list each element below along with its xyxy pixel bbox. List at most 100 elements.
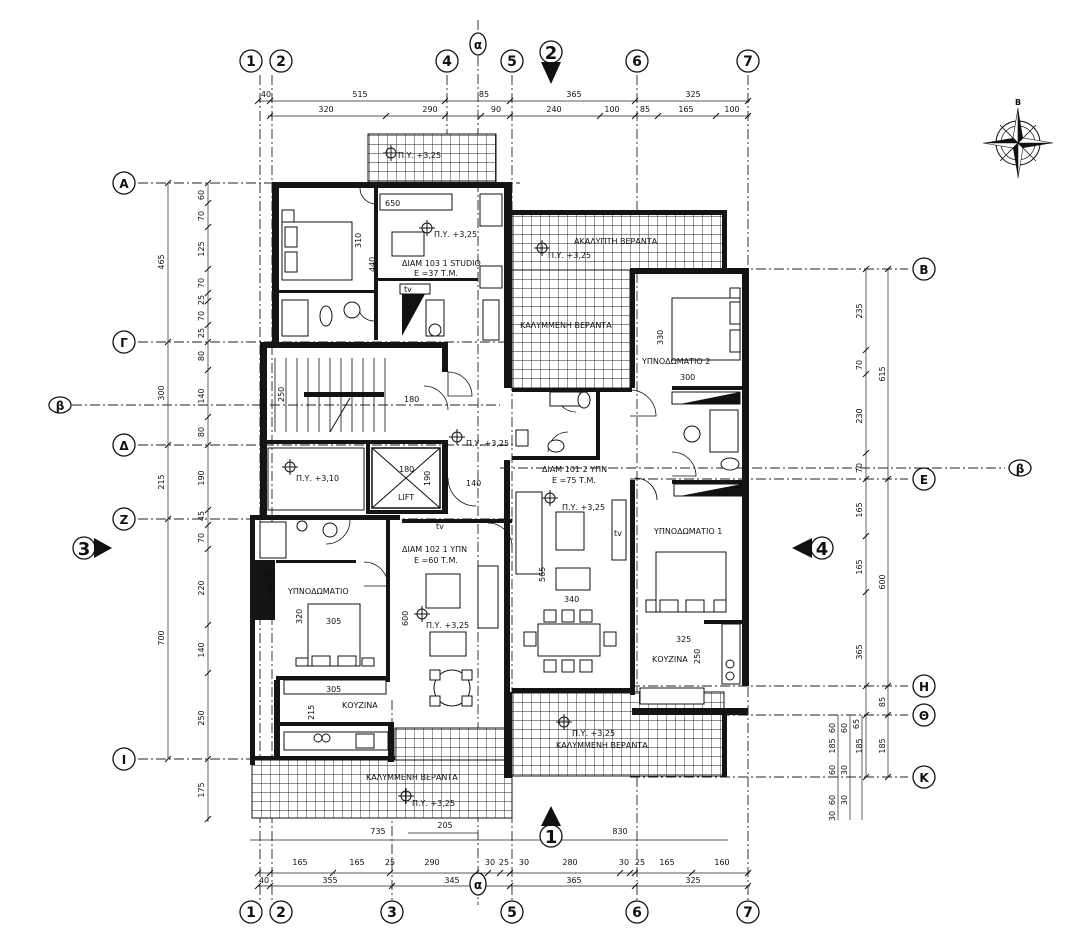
room-labels: Π.Υ. +3,25 Π.Υ. +3,25 ΔΙΑΜ 103 1 STUDIO … (277, 151, 722, 808)
dim-right-small: 30 (840, 765, 849, 775)
dim-right: 615 (878, 366, 887, 381)
dim-left: 25 (197, 328, 206, 338)
dim-left: 700 (157, 630, 166, 645)
dim-right: 185 (878, 738, 887, 753)
dim-left: 80 (197, 351, 206, 361)
grid-bubble-beta-left: β (56, 399, 65, 413)
svg-text:1: 1 (545, 827, 558, 848)
grid-bubble-eta: Η (919, 680, 929, 694)
dim-bottom: 30 (619, 858, 629, 867)
dim-label: 440 (368, 257, 377, 272)
level-label: Π.Υ. +3,25 (466, 439, 509, 448)
dim-label: 340 (564, 595, 579, 604)
grid-bubble-2: 2 (276, 905, 286, 921)
dim-left: 300 (157, 385, 166, 400)
dim-bottom: 165 (659, 858, 674, 867)
dim-label: 215 (307, 705, 316, 720)
section-marker-bottom: 1 (539, 806, 563, 848)
apartment-area: Ε =75 Τ.Μ. (552, 476, 596, 485)
grid-bubble-4: 4 (442, 54, 452, 70)
grid-bubble-7: 7 (743, 54, 753, 70)
grid-bubble-5: 5 (507, 54, 517, 70)
dim-left: 70 (197, 311, 206, 321)
dim-top: 320 (318, 105, 333, 114)
grid-bubble-3: 3 (387, 905, 397, 921)
dim-bottom: 165 (349, 858, 364, 867)
dim-bottom: 25 (635, 858, 645, 867)
dim-top: 100 (604, 105, 619, 114)
dim-right-small: 30 (828, 811, 837, 821)
dim-bottom: 735 (370, 827, 385, 836)
grid-bubble-6: 6 (632, 905, 642, 921)
dim-top: 85 (479, 90, 489, 99)
level-markers (282, 145, 572, 804)
grid-bubbles-left: Α Γ Δ Ζ Ι β (48, 171, 136, 771)
section-marker-top: 2 (539, 40, 563, 84)
dim-right: 165 (855, 502, 864, 517)
stair-core (267, 358, 441, 511)
veranda-label: ΚΑΛΥΜΜΕΝΗ ΒΕΡΑΝΤΑ (366, 773, 458, 782)
tv-label: tv (404, 285, 412, 294)
dim-top: 240 (546, 105, 561, 114)
lift-dim-v: 190 (423, 471, 432, 486)
dim-bottom: 25 (499, 858, 509, 867)
grid-bubbles-bottom: 1 2 3 5 6 7 α (239, 872, 760, 924)
apartment-label: ΔΙΑΜ 103 1 STUDIO (402, 259, 481, 268)
dim-right-small: 65 (852, 719, 861, 729)
dim-label: 250 (693, 649, 702, 664)
veranda-label: ΚΑΛΥΜΜΕΝΗ ΒΕΡΑΝΤΑ (520, 321, 612, 330)
svg-text:4: 4 (816, 539, 829, 560)
apartment-area: Ε =60 Τ.Μ. (414, 556, 458, 565)
verandas (251, 133, 725, 819)
walls (250, 182, 749, 778)
dim-right-small: 60 (840, 723, 849, 733)
dimension-texts: 40 515 85 365 325 320 290 90 240 100 85 … (157, 90, 887, 885)
dim-top: 325 (685, 90, 700, 99)
level-label: Π.Υ. +3,25 (434, 230, 477, 239)
level-label: Π.Υ. +3,25 (572, 729, 615, 738)
level-label: Π.Υ. +3,25 (412, 799, 455, 808)
grid-bubble-alpha: Α (119, 177, 129, 191)
dim-label: 565 (538, 567, 547, 582)
dim-right-small: 60 (828, 723, 837, 733)
apartment-label: ΔΙΑΜ 101 2 ΥΠΝ (542, 465, 607, 474)
dim-right: 230 (855, 408, 864, 423)
grid-bubble-2: 2 (276, 54, 286, 70)
dim-label: 250 (277, 387, 286, 402)
dim-right-small: 185 (828, 738, 837, 753)
tv-label: tv (436, 522, 444, 531)
dim-top: 85 (640, 105, 650, 114)
dim-left: 70 (197, 533, 206, 543)
dim-right: 185 (855, 738, 864, 753)
level-label: Π.Υ. +3,10 (296, 474, 339, 483)
dim-bottom: 280 (562, 858, 577, 867)
dim-top: 40 (261, 90, 271, 99)
room-name: ΥΠΝΟΔΩΜΑΤΙΟ 2 (641, 357, 710, 366)
grid-bubble-gamma: Γ (120, 336, 128, 350)
dim-label: 300 (680, 373, 695, 382)
dim-bottom: 830 (612, 827, 627, 836)
dim-right: 365 (855, 644, 864, 659)
door-swings (325, 187, 697, 587)
dim-bottom: 205 (437, 821, 452, 830)
dim-right-small: 60 (828, 795, 837, 805)
dim-top: 515 (352, 90, 367, 99)
level-label: Π.Υ. +3,25 (548, 251, 591, 260)
dim-left: 60 (197, 190, 206, 200)
dim-top: 100 (724, 105, 739, 114)
dim-bottom: 165 (292, 858, 307, 867)
tv-label: tv (614, 529, 622, 538)
dim-bottom: 290 (424, 858, 439, 867)
level-label: Π.Υ. +3,25 (426, 621, 469, 630)
dim-bottom: 365 (566, 876, 581, 885)
grid-bubble-delta: Δ (119, 439, 129, 453)
dim-right: 70 (855, 463, 864, 473)
dim-right-small: 60 (828, 765, 837, 775)
dim-left: 25 (197, 295, 206, 305)
level-label: Π.Υ. +3,25 (398, 151, 441, 160)
grid-bubble-kappa: Κ (919, 771, 929, 785)
dim-bottom: 40 (259, 876, 269, 885)
grid-bubble-zeta: Ζ (120, 513, 129, 527)
dim-right: 600 (878, 574, 887, 589)
